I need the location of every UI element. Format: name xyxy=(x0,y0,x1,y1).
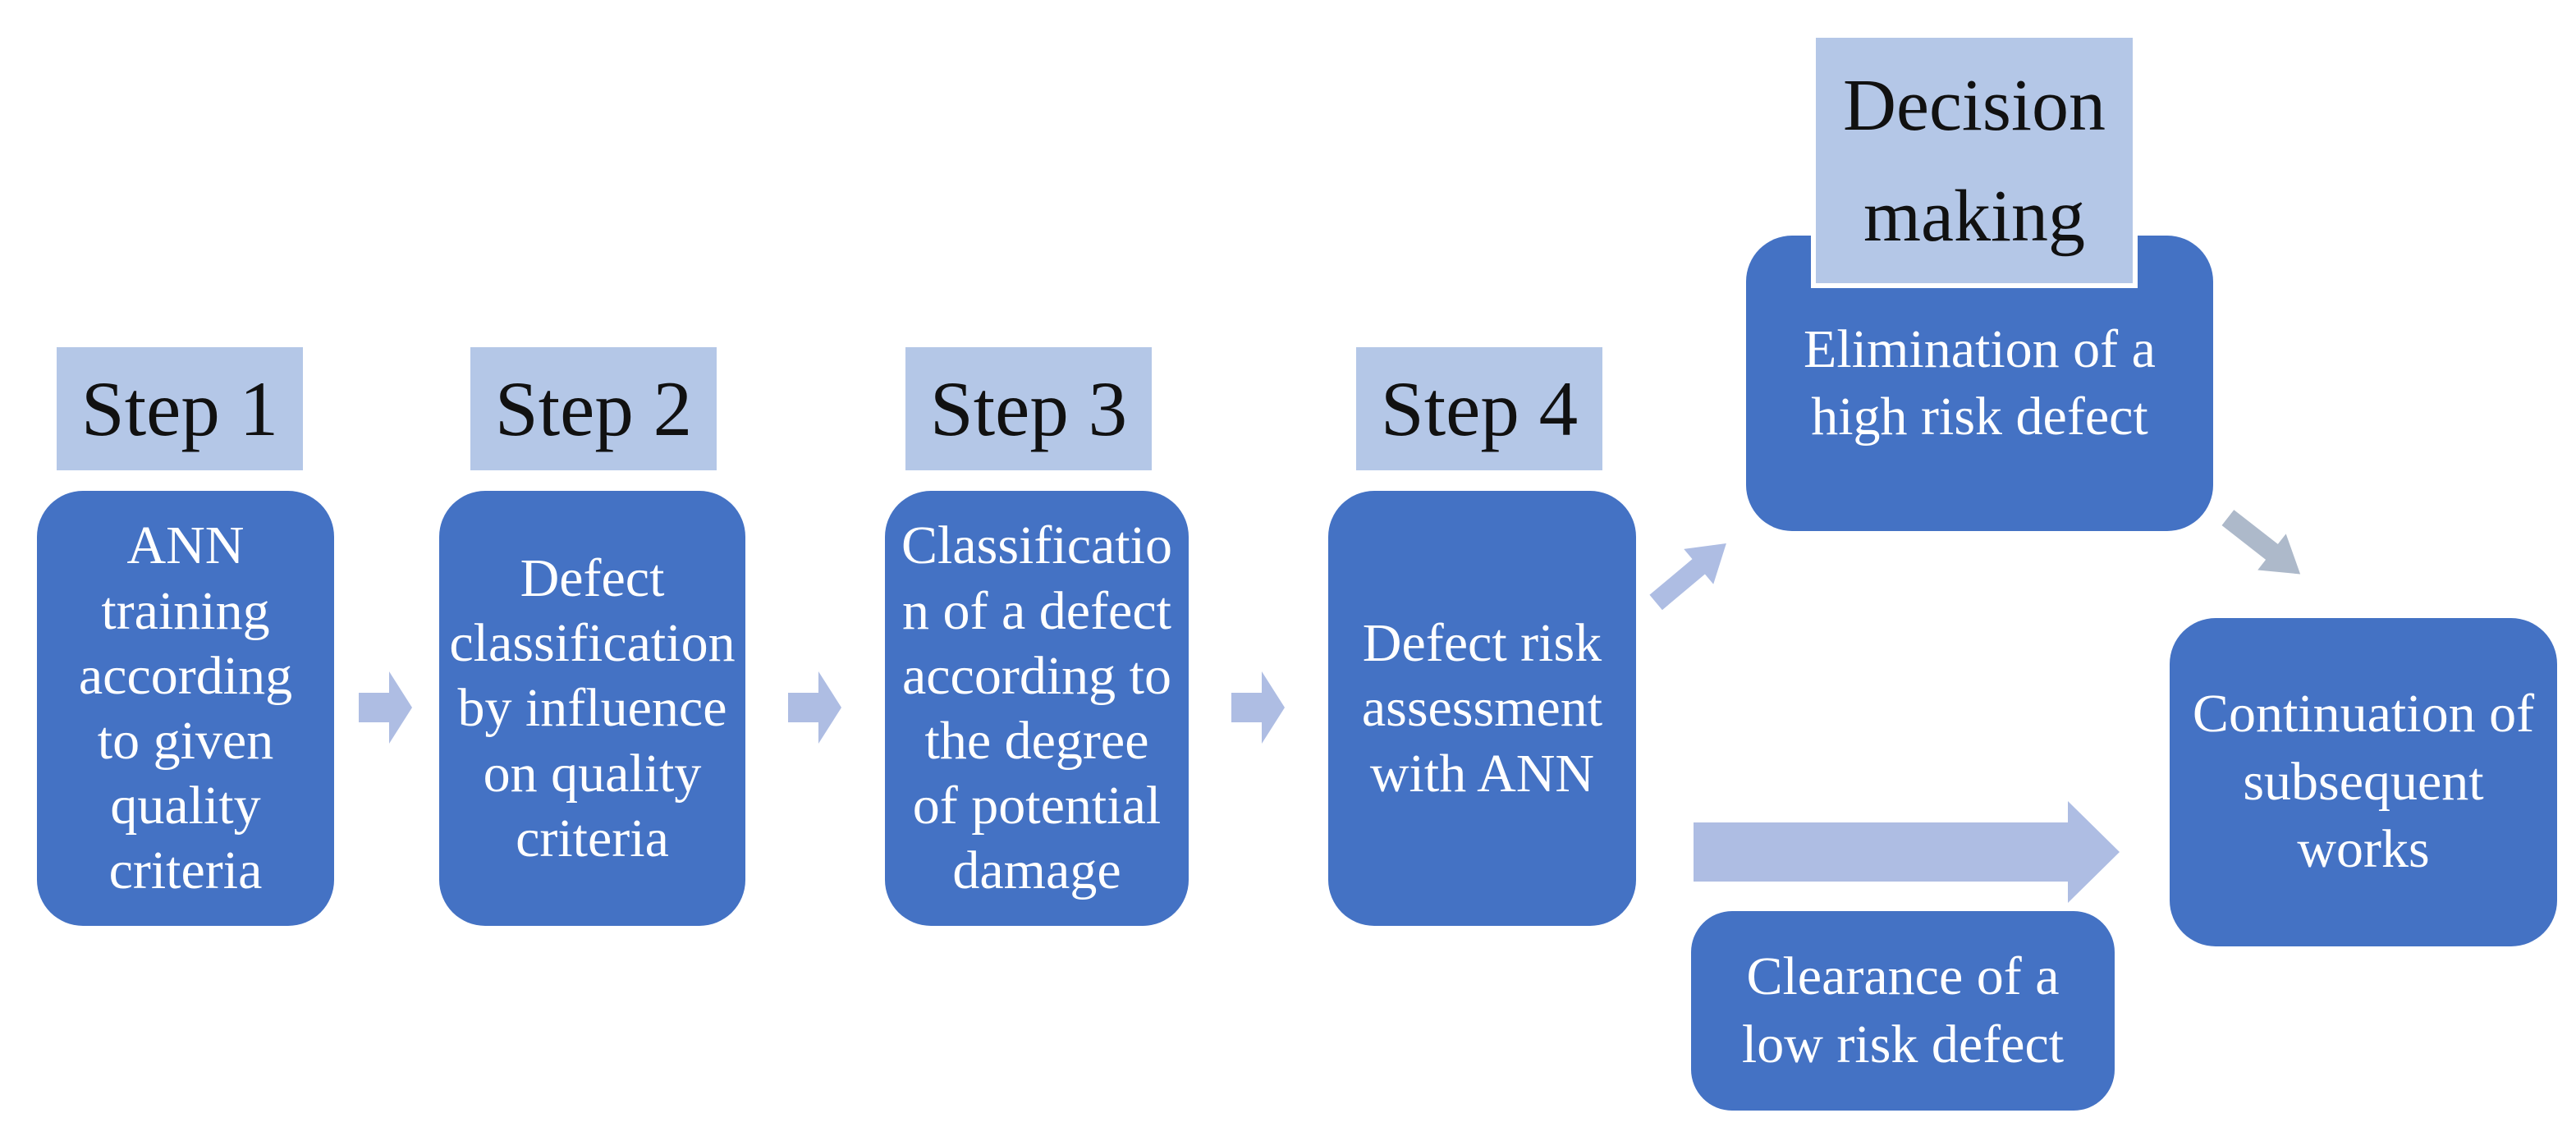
long-right-arrow-icon xyxy=(1694,800,2120,904)
up-right-arrow-icon xyxy=(1641,526,1741,621)
step-4-box: Defect risk assessment with ANN xyxy=(1328,491,1636,926)
right-arrow-icon xyxy=(788,671,842,744)
step-1-label: Step 1 xyxy=(57,347,303,470)
clearance-low-risk-box: Clearance of a low risk defect xyxy=(1691,911,2115,1111)
right-arrow-icon xyxy=(359,671,413,744)
decision-making-label: Decision making xyxy=(1811,33,2138,288)
step-4-label: Step 4 xyxy=(1356,347,1602,470)
step-3-box: Classificatio n of a defect according to… xyxy=(885,491,1189,926)
step-2-label: Step 2 xyxy=(470,347,717,470)
step-1-box: ANN training according to given quality … xyxy=(37,491,334,926)
continuation-works-box: Continuation of subsequent works xyxy=(2170,618,2557,946)
step-2-box: Defect classification by influence on qu… xyxy=(439,491,745,926)
right-arrow-icon xyxy=(1231,671,1286,744)
step-3-label: Step 3 xyxy=(905,347,1152,470)
down-right-arrow-icon xyxy=(2214,499,2315,592)
